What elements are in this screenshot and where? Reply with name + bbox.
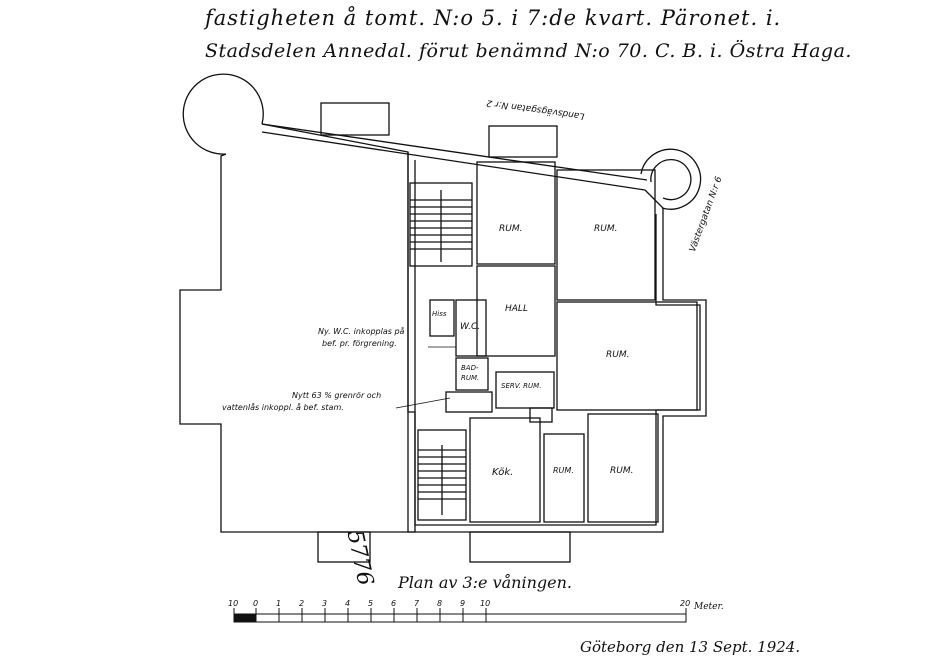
room-label-small: RUM.: [553, 466, 574, 475]
note-wc-line-2: bef. pr. förgrening.: [322, 339, 397, 348]
room-top-right-outline: [556, 169, 656, 301]
room-top-left-outline: [476, 161, 556, 265]
room-label-kitchen: Kök.: [492, 467, 514, 478]
room-label-top-right: RUM.: [594, 224, 618, 234]
balcony-top-2: [488, 125, 558, 158]
scale-tick: 20: [680, 599, 691, 608]
room-label-bottom-right: RUM.: [610, 466, 634, 476]
room-label-top-left: RUM.: [499, 224, 523, 234]
balcony-bottom-1: [317, 531, 371, 563]
balcony-bottom-2: [469, 531, 571, 563]
plan-label: Plan av 3:e våningen.: [398, 573, 573, 592]
hall-outline: [476, 265, 556, 357]
scale-tick: 8: [437, 599, 443, 608]
scale-tick: 5: [368, 599, 374, 608]
title-line-2: Stadsdelen Annedal. förut benämnd N:o 70…: [205, 40, 852, 62]
scale-tick: 3: [322, 599, 328, 608]
room-label-serv: SERV. RUM.: [501, 382, 542, 390]
serv-room-outline: [495, 371, 555, 409]
scale-tick: 4: [345, 599, 351, 608]
scale-bar: [233, 608, 687, 623]
room-label-bath-2: RUM.: [461, 374, 480, 382]
note-pipe-line-2: vattenlås inkoppl. å bef. stam.: [222, 403, 344, 412]
date-signature: Göteborg den 13 Sept. 1924.: [580, 638, 801, 656]
scale-tick: 10: [228, 599, 239, 608]
scale-tick: 10: [480, 599, 491, 608]
wc-outline: [455, 299, 487, 357]
scale-tick: 0: [253, 599, 259, 608]
kitchen-outline: [469, 417, 541, 523]
scale-tick: 7: [414, 599, 420, 608]
scale-tick: 6: [391, 599, 397, 608]
scale-tick: 1: [276, 599, 282, 608]
room-label-elevator: Hiss: [432, 310, 447, 318]
title-line-1: fastigheten å tomt. N:o 5. i 7:de kvart.…: [205, 6, 782, 30]
elevator-outline: [429, 299, 455, 337]
room-label-wc: W.C.: [460, 322, 481, 332]
room-small-outline: [543, 433, 585, 523]
bathroom-outline: [455, 357, 489, 391]
balcony-top-1: [320, 102, 390, 136]
room-label-hall: HALL: [505, 304, 528, 314]
note-pipe-line-1: Nytt 63 % grenrör och: [292, 391, 382, 400]
room-bottom-right-outline: [587, 413, 659, 523]
note-wc-line-1: Ny. W.C. inkopplas på: [318, 327, 405, 336]
staircase-bottom: [417, 429, 467, 521]
scale-tick: 9: [460, 599, 466, 608]
room-middle-outline: [556, 301, 698, 411]
room-label-middle: RUM.: [606, 350, 630, 360]
room-label-bath-1: BAD-: [461, 364, 479, 372]
scale-tick: 2: [299, 599, 305, 608]
scale-unit: Meter.: [694, 602, 724, 612]
corner-tower-right: [640, 148, 702, 210]
staircase-top: [409, 182, 473, 267]
corner-tower-left: [182, 73, 264, 155]
